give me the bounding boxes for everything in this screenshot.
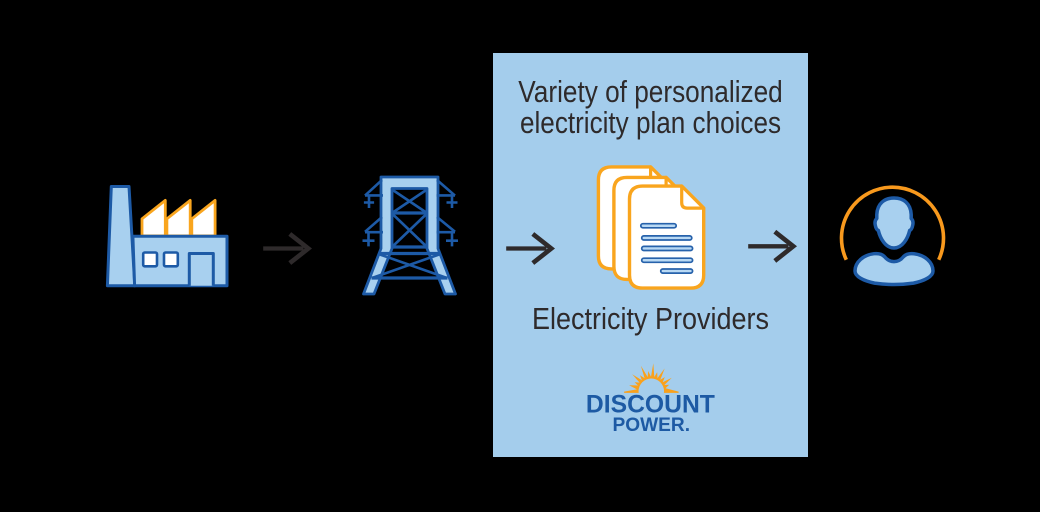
svg-text:Electricity Providers: Electricity Providers xyxy=(532,303,769,336)
svg-text:electricity plan choices: electricity plan choices xyxy=(520,105,781,140)
svg-text:DISCOUNT: DISCOUNT xyxy=(586,391,716,419)
svg-text:Variety of personalized: Variety of personalized xyxy=(518,74,783,109)
svg-text:POWER.: POWER. xyxy=(613,414,691,436)
